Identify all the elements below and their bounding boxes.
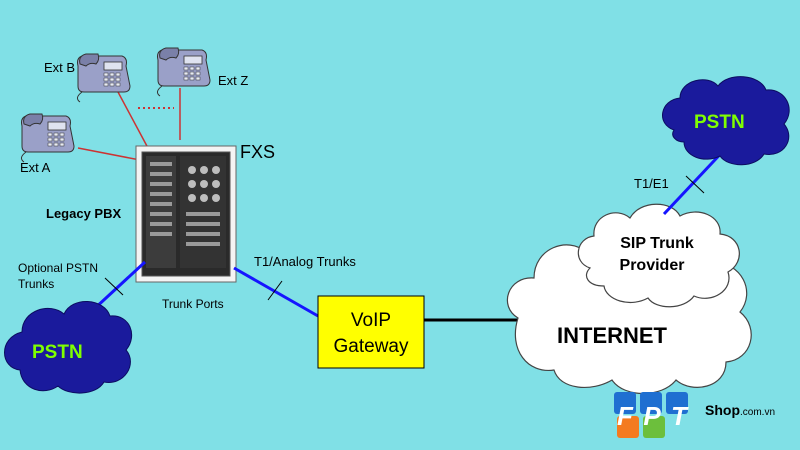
cloud-icon [577,203,740,308]
voip-gateway: VoIP Gateway [317,295,425,369]
ext-a-label: Ext A [20,160,51,175]
pstn-left-label: PSTN [32,342,83,363]
wire-ext-a [77,147,141,161]
phone-icon [76,53,131,103]
phone-icon [20,113,75,163]
voip-gateway-label-1: VoIP [351,310,391,331]
fxs-label: FXS [240,142,275,162]
sip-provider-label-2: Provider [620,257,685,274]
trunk-ports-label: Trunk Ports [162,297,224,311]
pstn-cloud-right: PSTN [662,76,790,166]
internet-label: INTERNET [557,323,668,348]
optional-pstn-label-1: Optional PSTN [18,261,98,275]
t1-analog-link [233,266,319,318]
cloud-icon [4,301,132,394]
cloud-icon [662,76,790,166]
logo-shop-word: Shop [705,402,740,418]
logo-letter-f: F [617,401,634,431]
pstn-right-label: PSTN [694,112,745,133]
pbx-cabinet-icon [135,145,237,283]
legacy-pbx-label: Legacy PBX [46,206,121,221]
t1-tick [267,280,283,301]
trunk-tick [104,277,124,296]
t1e1-tick [685,175,705,194]
logo-letter-t: T [671,401,689,431]
t1-analog-label: T1/Analog Trunks [254,254,356,269]
optional-pstn-label-2: Trunks [18,277,54,291]
sip-provider-cloud: SIP Trunk Provider [577,203,740,308]
logo-domain: .com.vn [740,407,775,418]
logo-shop: Shop.com.vn [705,402,775,418]
voip-gateway-label-2: Gateway [334,336,409,357]
wire-ext-b [117,91,149,149]
t1e1-label: T1/E1 [634,176,669,191]
ext-b-label: Ext B [44,60,75,75]
pstn-cloud-left: PSTN [4,301,132,394]
logo-letter-p: P [643,401,661,431]
ext-z-label: Ext Z [218,73,248,88]
sip-provider-label-1: SIP Trunk [620,235,694,252]
fpt-shop-logo: F P T Shop.com.vn [614,392,775,438]
phone-icon [156,47,211,97]
